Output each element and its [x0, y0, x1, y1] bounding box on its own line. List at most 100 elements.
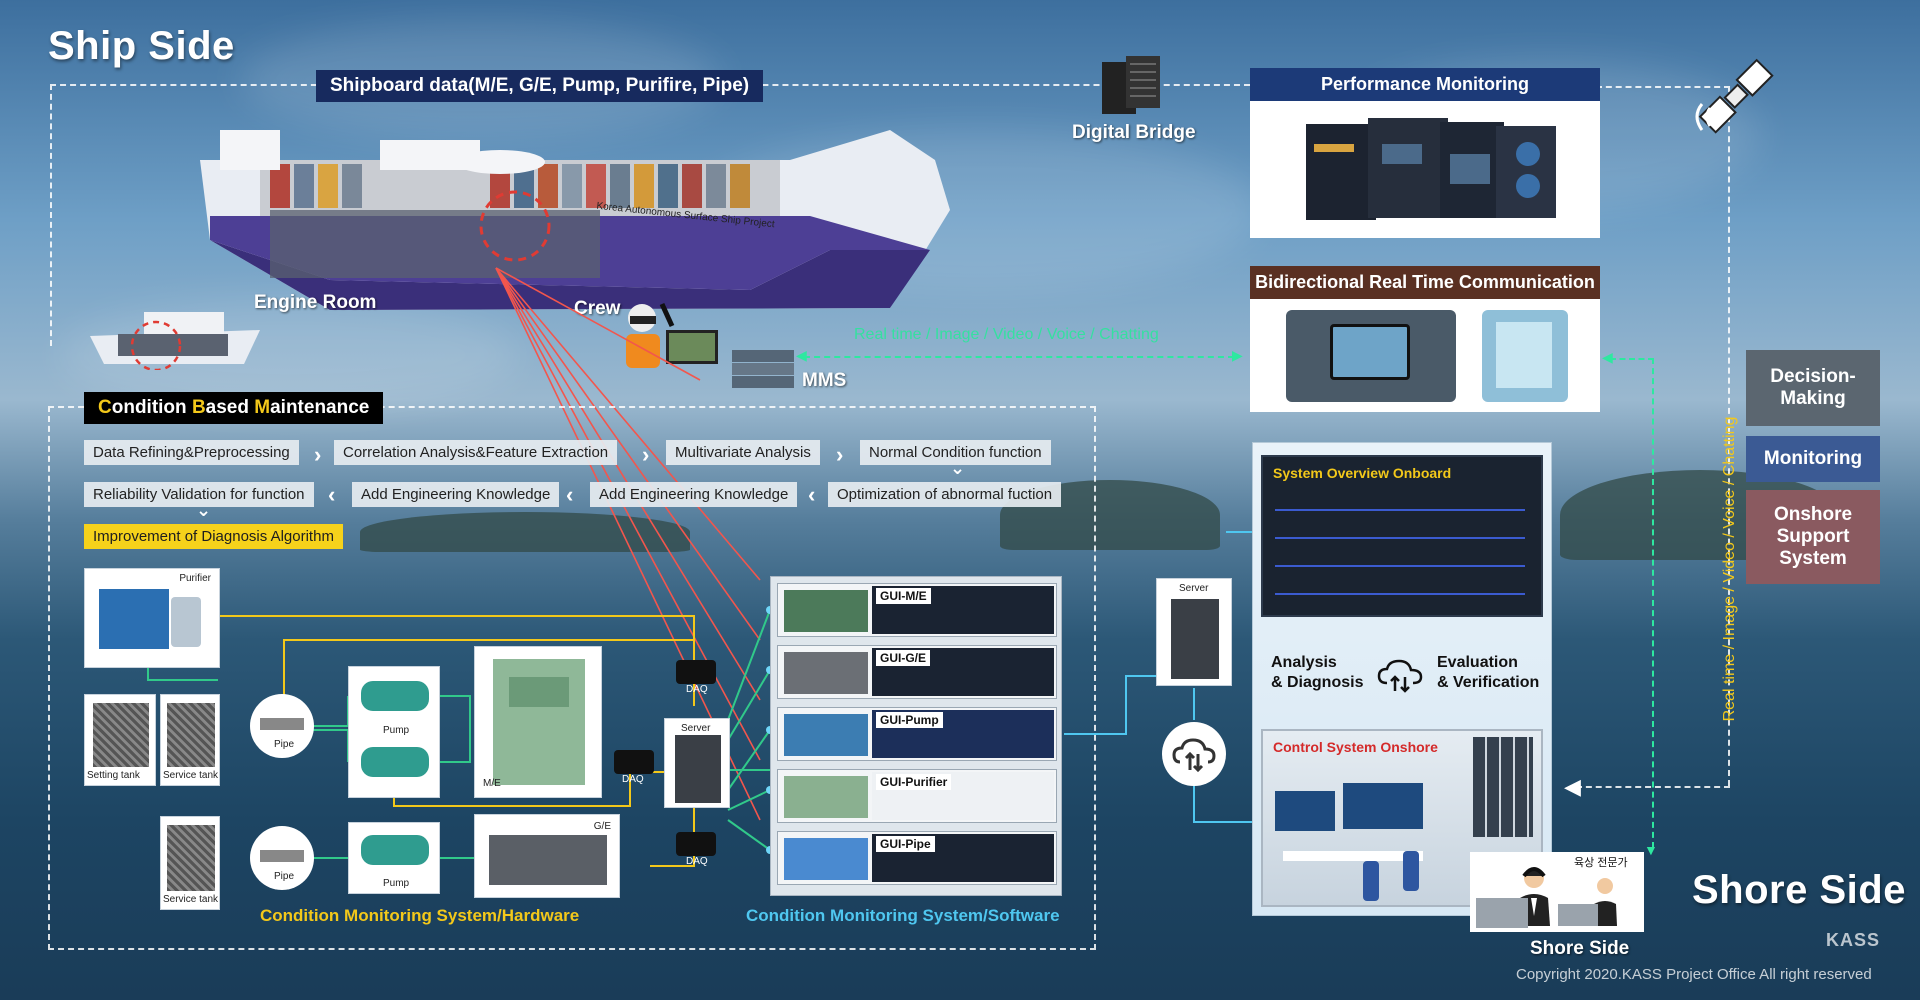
gui-pipe-label: GUI-Pipe	[876, 836, 935, 852]
cbm-c: C	[98, 397, 112, 418]
chevron-right-icon: ›	[314, 442, 322, 467]
shipboard-data-label: Shipboard data(M/E, G/E, Pump, Purifire,…	[316, 70, 764, 102]
cbm-b: B	[191, 397, 206, 418]
gui-pipe-card: GUI-Pipe	[777, 831, 1057, 885]
performance-monitoring-title: Performance Monitoring	[1250, 68, 1600, 101]
ship-server-image: Server	[664, 718, 730, 808]
chevron-left-icon: ‹	[808, 482, 816, 507]
tablet-image-2	[1482, 310, 1568, 402]
evaluation-line-1: Evaluation	[1437, 654, 1518, 671]
gui-purifier-card: GUI-Purifier	[777, 769, 1057, 823]
cbm-m: M	[254, 397, 271, 418]
service-tank-2-label: Service tank	[163, 894, 219, 905]
shore-side-small-label: Shore Side	[1530, 938, 1630, 959]
expert-label: 육상 전문가	[1574, 857, 1628, 869]
top-right-dashed	[1596, 86, 1730, 786]
hardware-caption: Condition Monitoring System/Hardware	[260, 906, 580, 925]
gui-me-card: GUI-M/E	[777, 583, 1057, 637]
generator-engine-image: G/E	[474, 814, 620, 898]
service-tank-image: Service tank	[160, 694, 220, 786]
evaluation-verification-label: Evaluation & Verification	[1437, 653, 1539, 693]
cloud-upload-icon	[1162, 722, 1226, 786]
chevron-down-icon: ⌄	[950, 458, 966, 478]
daq-1-device	[676, 660, 716, 684]
generator-engine-label: G/E	[593, 821, 611, 832]
system-overview-title: System Overview Onboard	[1273, 465, 1452, 481]
step-add-knowledge-2: Add Engineering Knowledge	[590, 482, 798, 507]
analysis-line-2: & Diagnosis	[1271, 674, 1364, 691]
control-system-title: Control System Onshore	[1273, 739, 1438, 755]
copyright-text: Copyright 2020.KASS Project Office All r…	[1516, 966, 1872, 983]
ship-side-title: Ship Side	[48, 24, 235, 68]
bidirectional-panel: Bidirectional Real Time Communication	[1250, 266, 1600, 412]
main-engine-label: M/E	[483, 778, 501, 789]
chevron-right-icon: ›	[642, 442, 650, 467]
chevron-down-icon: ⌄	[196, 500, 212, 520]
purifier-image: Purifier	[84, 568, 220, 668]
daq-2-label: DAQ	[622, 774, 644, 785]
setting-tank-label: Setting tank	[87, 770, 140, 781]
decision-making-label: Decision- Making	[1770, 366, 1856, 409]
analysis-line-1: Analysis	[1271, 654, 1337, 671]
ship-illustration	[190, 100, 970, 320]
software-gui-stack: GUI-M/E GUI-G/E GUI-Pump GUI-Purifier GU…	[770, 576, 1062, 896]
chevron-left-icon: ‹	[328, 482, 336, 507]
purifier-label: Purifier	[179, 573, 211, 584]
pipe-1-label: Pipe	[274, 739, 295, 750]
service-tank-2-image: Service tank	[160, 816, 220, 910]
realtime-horizontal-line	[804, 356, 1234, 358]
gui-me-label: GUI-M/E	[876, 588, 931, 604]
gui-purifier-label: GUI-Purifier	[876, 774, 952, 790]
digital-bridge-icon	[1098, 54, 1164, 118]
realtime-vertical-top	[1610, 358, 1654, 360]
cbm-rest1: ondition	[111, 397, 192, 418]
daq-1-label: DAQ	[686, 684, 708, 695]
evaluation-line-2: & Verification	[1437, 674, 1540, 691]
decision-making-button[interactable]: Decision- Making	[1746, 350, 1880, 426]
pipe-2-image: Pipe	[250, 826, 314, 890]
pipe-1-image: Pipe	[250, 694, 314, 758]
chevron-left-icon: ‹	[566, 482, 574, 507]
onshore-support-button[interactable]: Onshore Support System	[1746, 490, 1880, 584]
pipe-2-label: Pipe	[274, 871, 295, 882]
cbm-title: Condition Based Maintenance	[84, 392, 384, 424]
return-arrow-icon: ◀	[1564, 774, 1581, 799]
mms-label: MMS	[802, 370, 847, 391]
cbm-dashed-box	[48, 406, 1096, 950]
green-arrow-left-icon: ◀	[796, 347, 807, 363]
green-arrow-down-icon: ▼	[1644, 842, 1658, 858]
shore-side-title: Shore Side	[1692, 868, 1906, 912]
system-overview-screen: System Overview Onboard	[1261, 455, 1543, 617]
bidirectional-title: Bidirectional Real Time Communication	[1250, 266, 1600, 299]
daq-3-device	[676, 832, 716, 856]
step-normal-condition: Normal Condition function	[860, 440, 1051, 465]
cbm-rest3: aintenance	[270, 397, 370, 418]
cloud-sync-icon	[1375, 653, 1425, 697]
step-reliability-validation: Reliability Validation for function	[84, 482, 314, 507]
monitoring-label: Monitoring	[1763, 448, 1863, 470]
gui-pump-card: GUI-Pump	[777, 707, 1057, 761]
step-improvement: Improvement of Diagnosis Algorithm	[84, 524, 343, 549]
realtime-horizontal-text: Real time / Image / Video / Voice / Chat…	[854, 326, 1159, 343]
shore-server-image: Server	[1156, 578, 1232, 686]
shore-system-panel: System Overview Onboard Analysis & Diagn…	[1252, 442, 1552, 916]
step-data-refining: Data Refining&Preprocessing	[84, 440, 299, 465]
satellite-icon	[1684, 54, 1784, 154]
service-tank-label: Service tank	[163, 770, 219, 781]
small-ship-illustration	[84, 290, 274, 372]
onshore-support-label: Onshore Support System	[1773, 504, 1853, 569]
software-caption: Condition Monitoring System/Software	[746, 906, 1060, 925]
analysis-diagnosis-label: Analysis & Diagnosis	[1271, 653, 1363, 693]
daq-2-device	[614, 750, 654, 774]
step-correlation: Correlation Analysis&Feature Extraction	[334, 440, 618, 465]
tablet-image-1	[1286, 310, 1456, 402]
green-arrow-right-icon: ▶	[1232, 347, 1243, 363]
ship-server-label: Server	[681, 723, 711, 734]
step-add-knowledge-1: Add Engineering Knowledge	[352, 482, 560, 507]
step-optimization: Optimization of abnormal fuction	[828, 482, 1062, 507]
pump-2-image: Pump	[348, 822, 440, 894]
chevron-right-icon: ›	[836, 442, 844, 467]
mms-icon	[730, 348, 796, 390]
pump-1-label: Pump	[383, 725, 410, 736]
monitoring-button[interactable]: Monitoring	[1746, 436, 1880, 482]
